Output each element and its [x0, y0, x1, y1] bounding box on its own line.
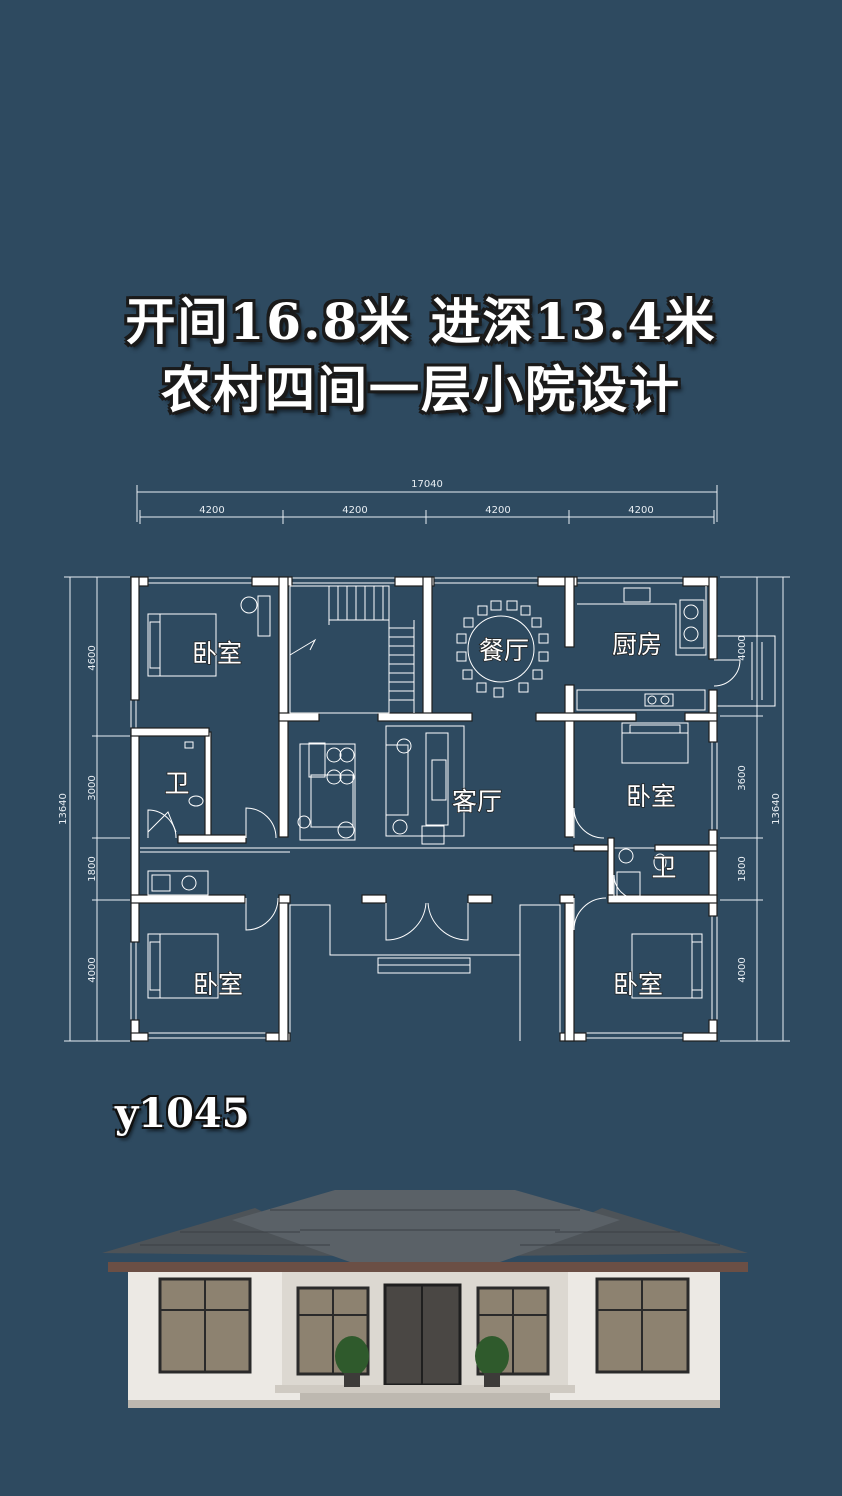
doors [147, 659, 741, 941]
dimension-lines [64, 485, 790, 1042]
room-label-bath-w: 卫 [164, 769, 189, 798]
dim-left-1: 4600 [87, 645, 98, 670]
dim-right-1: 4000 [737, 635, 748, 660]
title-line-1: 开间16.8米 进深13.4米 [125, 292, 717, 351]
dim-right-4: 4000 [737, 957, 748, 982]
room-label-bedroom-e: 卧室 [626, 782, 676, 811]
room-label-dining: 餐厅 [479, 636, 529, 665]
dim-right-3: 1800 [737, 856, 748, 881]
title-line-2: 农村四间一层小院设计 [161, 360, 681, 419]
furniture [147, 586, 707, 999]
room-label-bedroom-sw: 卧室 [193, 970, 243, 999]
dim-bay-4: 4200 [628, 505, 653, 516]
walls [130, 576, 718, 1042]
dim-bay-2: 4200 [342, 505, 367, 516]
dim-bay-1: 4200 [199, 505, 224, 516]
dim-right-2: 3600 [737, 765, 748, 790]
dim-total-depth-right: 13640 [771, 793, 782, 825]
room-label-bedroom-se: 卧室 [613, 970, 663, 999]
room-label-bath-e: 卫 [651, 853, 676, 882]
design-code: y1045 [115, 1090, 250, 1137]
house-elevation [102, 1190, 748, 1408]
dim-total-width: 17040 [411, 479, 443, 490]
staircase [289, 585, 415, 714]
dim-bay-3: 4200 [485, 505, 510, 516]
dim-total-depth-left: 13640 [58, 793, 69, 825]
window-lines [130, 577, 776, 1041]
dim-left-2: 3000 [87, 775, 98, 800]
room-label-living: 客厅 [452, 787, 502, 816]
dim-left-4: 4000 [87, 957, 98, 982]
dim-left-3: 1800 [87, 856, 98, 881]
room-label-kitchen: 厨房 [612, 630, 662, 659]
room-label-bedroom-nw: 卧室 [192, 639, 242, 668]
